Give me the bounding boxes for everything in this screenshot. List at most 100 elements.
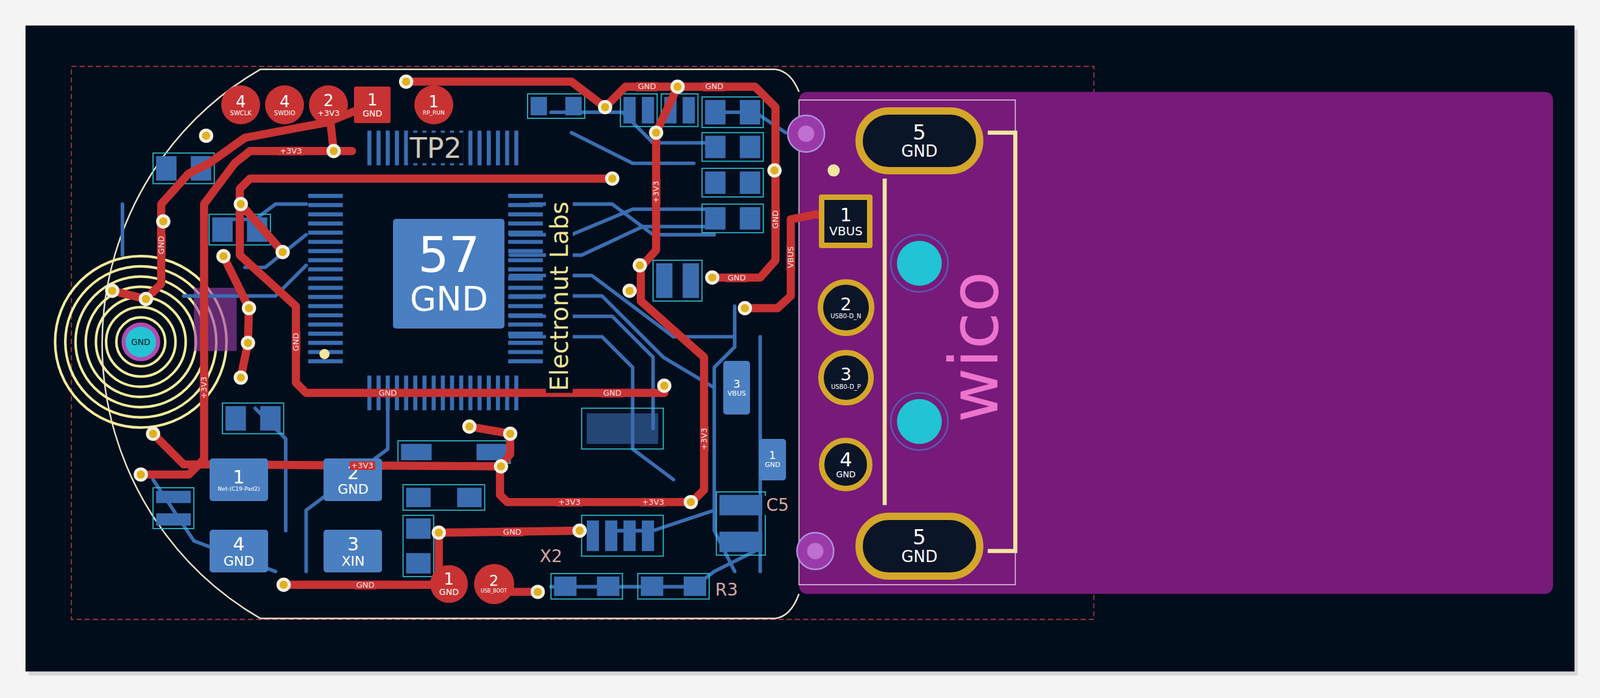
pad-net-name: USB0-D_N [830,313,861,320]
courtyard [403,484,485,510]
pad-net-name: GND [439,587,459,597]
courtyard [581,408,664,450]
smd-pad [553,576,577,596]
smd-pad: 1GND [353,86,391,124]
silkscreen-text: TP2 [408,132,464,164]
smd-pad: 1GND [759,438,786,481]
component [527,93,585,119]
smd-pad [400,443,432,461]
trace [509,336,674,479]
smd-pad [704,135,726,159]
board-outline [102,69,776,619]
silkscreen-text: C5 [764,495,791,515]
ring-core [121,322,161,362]
courtyard [527,93,585,119]
via [683,494,698,509]
net-label: GND [636,82,659,91]
shield-via [787,115,825,152]
pad-net-name: +3V3 [317,109,340,118]
ring [95,296,186,387]
mount-hole [896,240,942,286]
trace [605,86,776,278]
pad-net-name: USB0-D_P [831,383,861,390]
component [222,402,284,434]
net-label: VBUS [786,244,796,270]
net-label: +3V3 [699,425,708,452]
via [648,125,663,140]
vias [104,74,782,599]
smd-pad [704,207,726,230]
pad-number: 2 [489,573,499,589]
pad-number: 4 [232,534,245,554]
smd-pad: 1VBUS [818,194,873,248]
pad-number: 4 [279,93,291,111]
ring [85,286,197,397]
ring [65,266,217,418]
ring [116,317,166,367]
round-pad: 4SWDIO [265,85,305,125]
courtyard [637,573,710,599]
pad-number: 3 [732,378,740,390]
connector-silk-line [882,178,888,506]
pad-number: 5 [912,526,927,549]
pad-number: 1 [428,93,439,111]
round-pad: 4GND [818,437,873,492]
round-pad: 4SWCLK [221,85,261,125]
courtyard [397,440,510,464]
pad-number: 2 [840,294,852,314]
via [530,584,545,599]
component [152,487,194,529]
smd-pad [225,405,246,431]
via [462,419,477,434]
component [581,408,664,450]
courtyard [222,402,284,434]
silkscreen-text: wico [944,269,1005,425]
via [233,370,248,385]
pad-net-name: RP_RUN [422,110,445,116]
silkscreen-text: Electronut Labs [545,199,573,393]
component [701,132,763,162]
courtyard [701,204,763,233]
smd-pad [406,552,431,573]
smd-pad [682,263,699,298]
net-label: GND [703,82,726,91]
pad-number: 1 [768,449,776,462]
via [632,258,647,273]
smd-pad: 57GND [392,218,505,329]
smd-pad [683,576,707,596]
courtyard [653,260,702,301]
via [657,378,672,393]
smd-pad [704,99,726,125]
smd-pad [739,99,760,125]
component [637,573,710,599]
pad-net-name: GND [764,461,780,469]
net-label: GND [501,527,524,536]
trace [240,204,283,253]
component [716,491,766,556]
pad-number: 4 [839,449,852,471]
smd-pad [155,490,191,503]
courtyard [620,93,657,127]
trace [283,580,434,588]
mount-hole-ring [890,392,949,450]
smd-pad [406,487,431,507]
via [597,99,612,114]
pad-number: 5 [912,121,927,144]
bottom-traces [122,112,786,587]
via [494,458,509,473]
silkscreen-text: X2 [538,546,565,566]
smd-pad [739,135,760,159]
pad-number: 4 [235,93,247,111]
trace [223,255,250,378]
net-label: GND [291,330,301,353]
via [240,335,255,350]
pin-column [308,193,344,364]
pad-net-name: SWCLK [230,110,252,117]
connector-outline [798,99,1016,585]
trace [571,132,694,164]
component [550,573,623,599]
smd-pad [155,155,177,181]
pad-net-name: GND [901,143,938,160]
pad-net-name: VBUS [727,389,746,398]
